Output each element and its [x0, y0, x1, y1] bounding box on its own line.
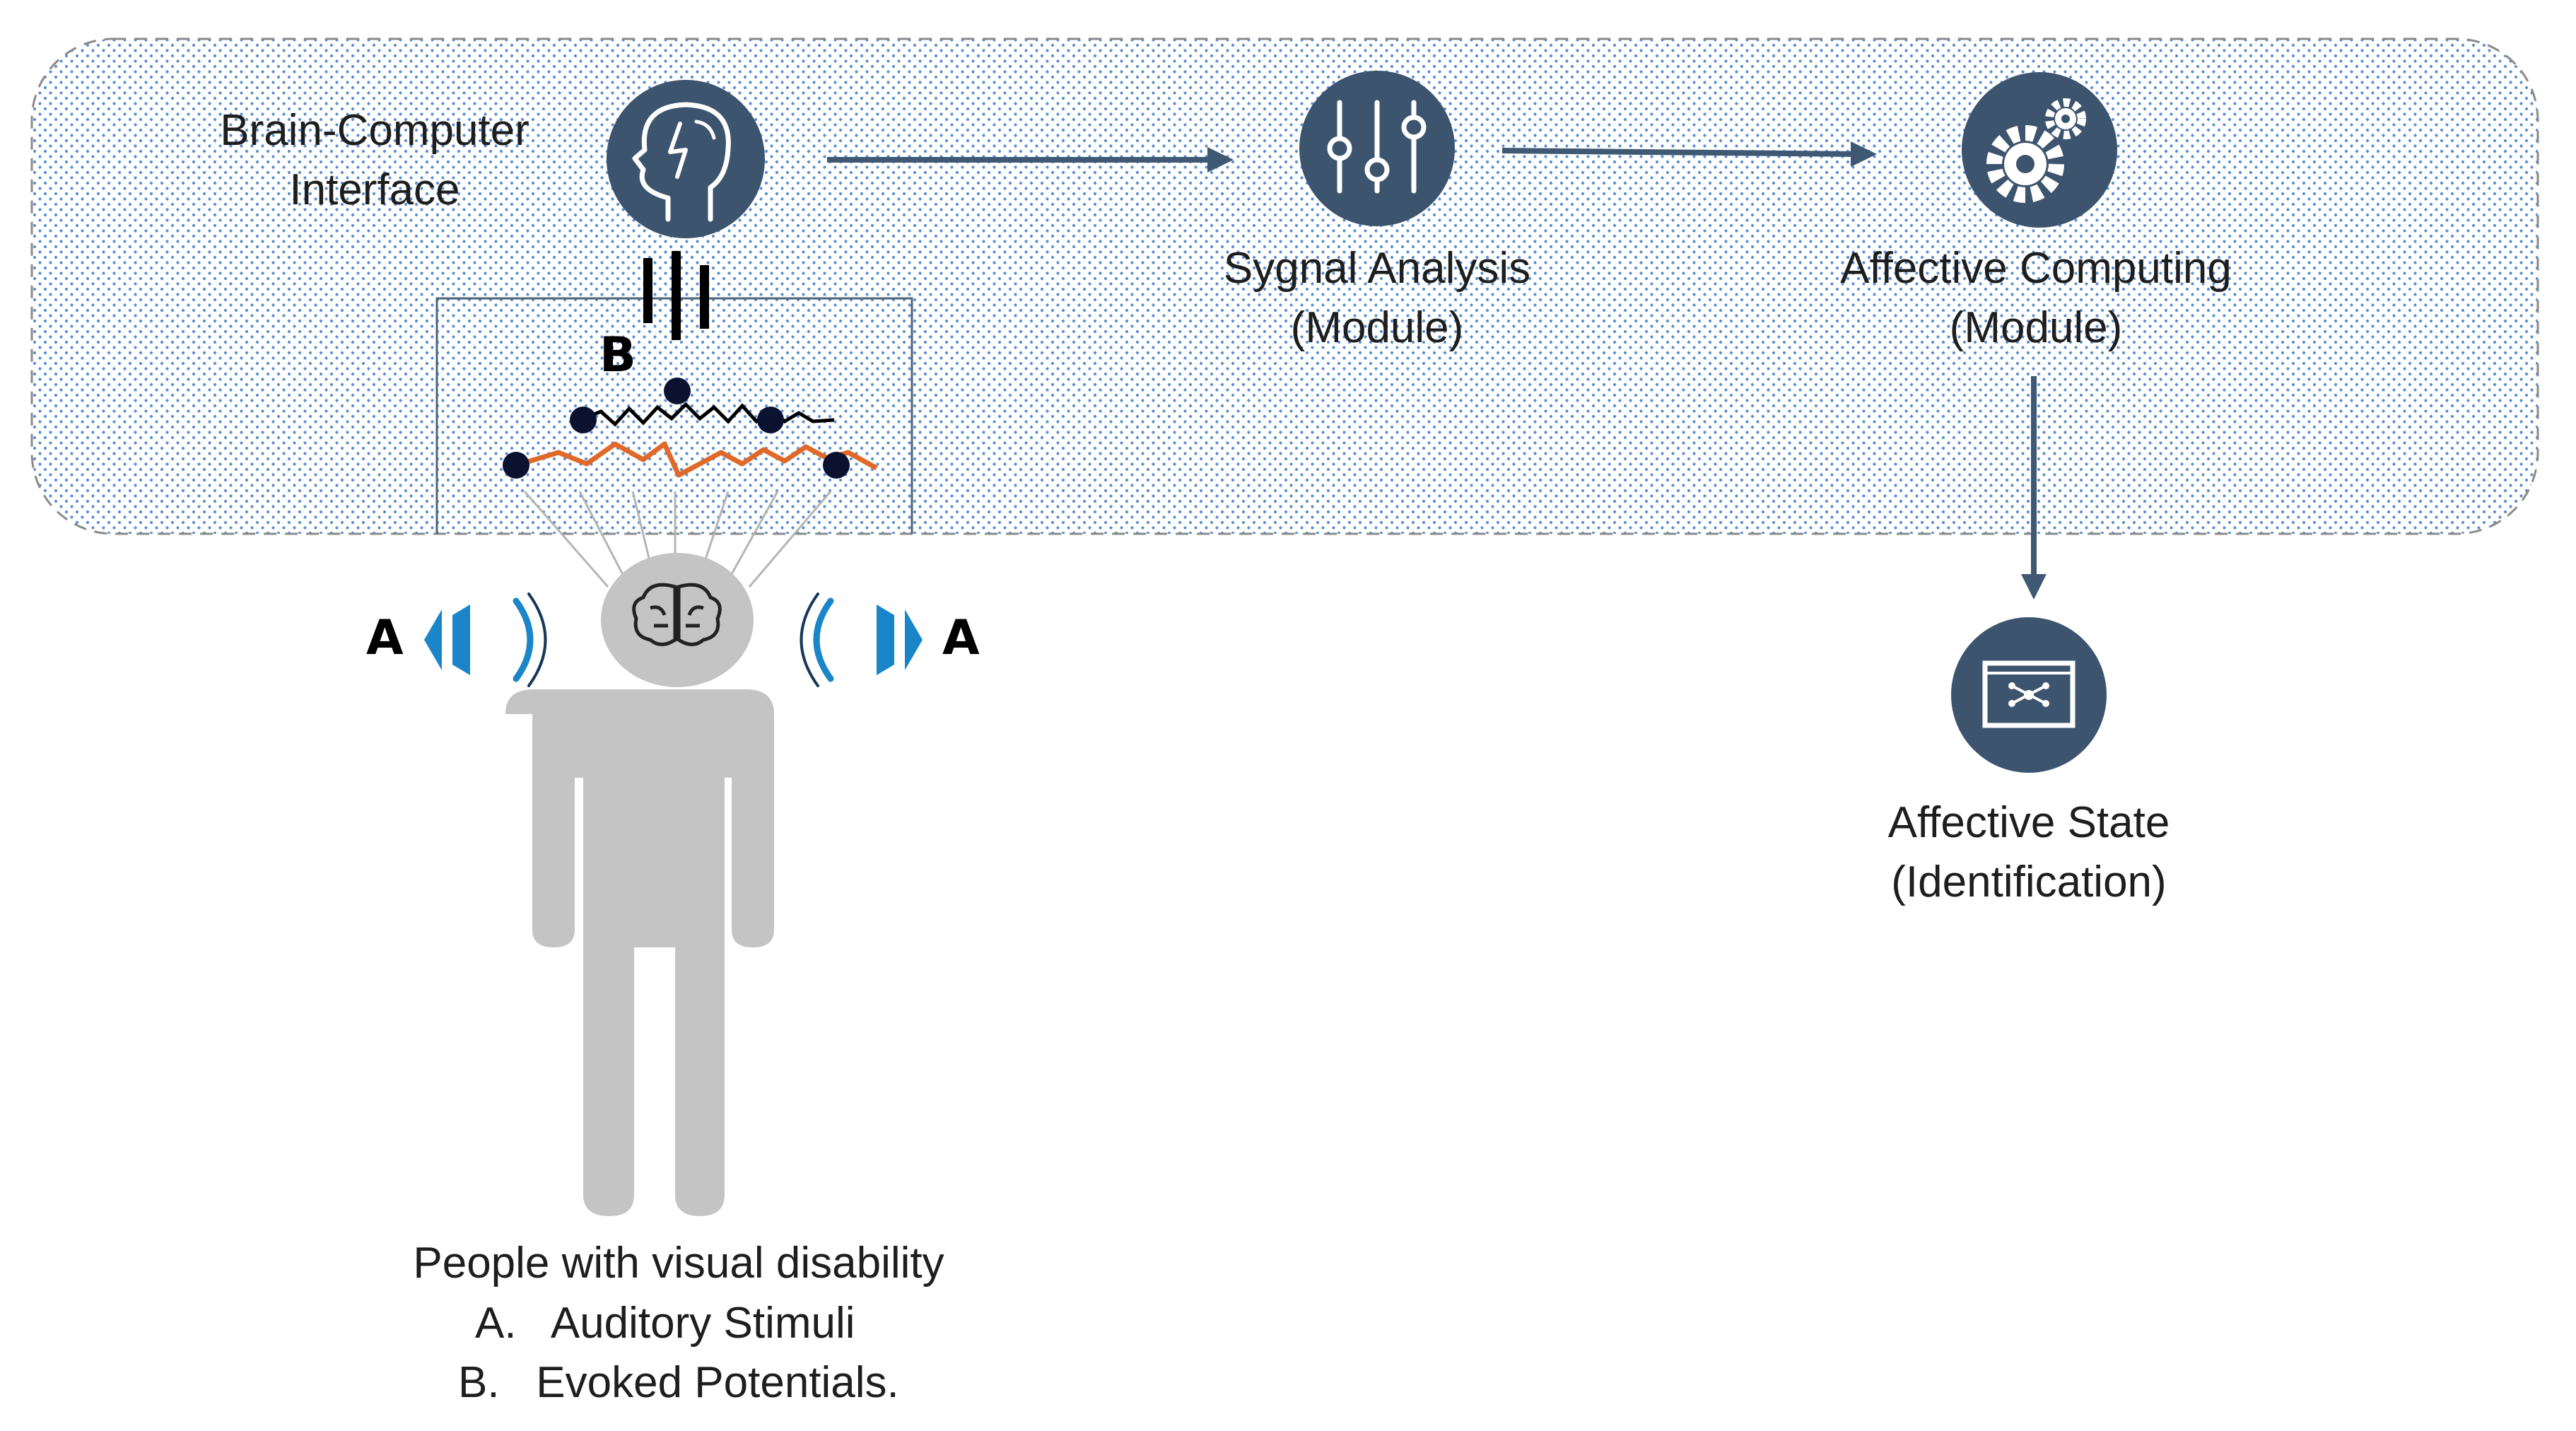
marker-b: B — [599, 327, 636, 383]
legend-item-a: A. Auditory Stimuli — [475, 1299, 855, 1348]
bci-node — [607, 80, 765, 238]
person-caption: People with visual disability — [413, 1239, 944, 1287]
signal-analysis-label-line1: Sygnal Analysis — [1223, 244, 1531, 293]
bci-label: Brain-Computer Interface — [212, 101, 537, 220]
electrode-dot — [757, 407, 784, 433]
affective-state-label-line1: Affective State — [1887, 798, 2170, 847]
electrode-dot — [570, 407, 597, 433]
signal-analysis-label: Sygnal Analysis (Module) — [1165, 239, 1589, 358]
person-brain-icon — [505, 553, 774, 1216]
marker-a-right: A — [942, 610, 980, 666]
gears-icon — [1986, 98, 2086, 203]
sliders-icon — [1327, 100, 1427, 194]
affective-computing-label-line1: Affective Computing — [1840, 244, 2232, 293]
flow-arrow-analysis-to-affective — [1501, 141, 1877, 167]
affective-state-label: Affective State (Identification) — [1817, 793, 2241, 912]
head-lightning-icon — [632, 102, 731, 222]
bci-label-line1: Brain-Computer — [220, 106, 529, 155]
flow-arrow-bci-to-analysis — [827, 147, 1234, 173]
legend-item-b: B. Evoked Potentials. — [458, 1358, 899, 1407]
monitor-network-icon — [1982, 660, 2076, 728]
electrode-dot — [503, 452, 529, 479]
evoked-potential-waves — [503, 378, 878, 479]
electrode-dot — [664, 378, 691, 404]
affective-computing-node — [1962, 72, 2117, 228]
electrode-dot — [823, 452, 850, 479]
affective-computing-label: Affective Computing (Module) — [1788, 239, 2283, 358]
marker-a-left: A — [366, 610, 404, 666]
brain-icon — [632, 583, 722, 646]
right-speaker-icon — [800, 592, 923, 687]
affective-state-label-line2: (Identification) — [1891, 858, 2167, 906]
signal-analysis-label-line2: (Module) — [1290, 303, 1464, 352]
electrode-bars-icon — [643, 251, 709, 340]
bci-label-line2: Interface — [289, 165, 460, 214]
signal-analysis-node — [1299, 71, 1455, 226]
affective-computing-label-line2: (Module) — [1949, 303, 2123, 352]
flow-arrow-affective-to-state — [2021, 376, 2047, 600]
affective-state-node — [1951, 617, 2107, 773]
left-speaker-icon — [424, 592, 547, 687]
